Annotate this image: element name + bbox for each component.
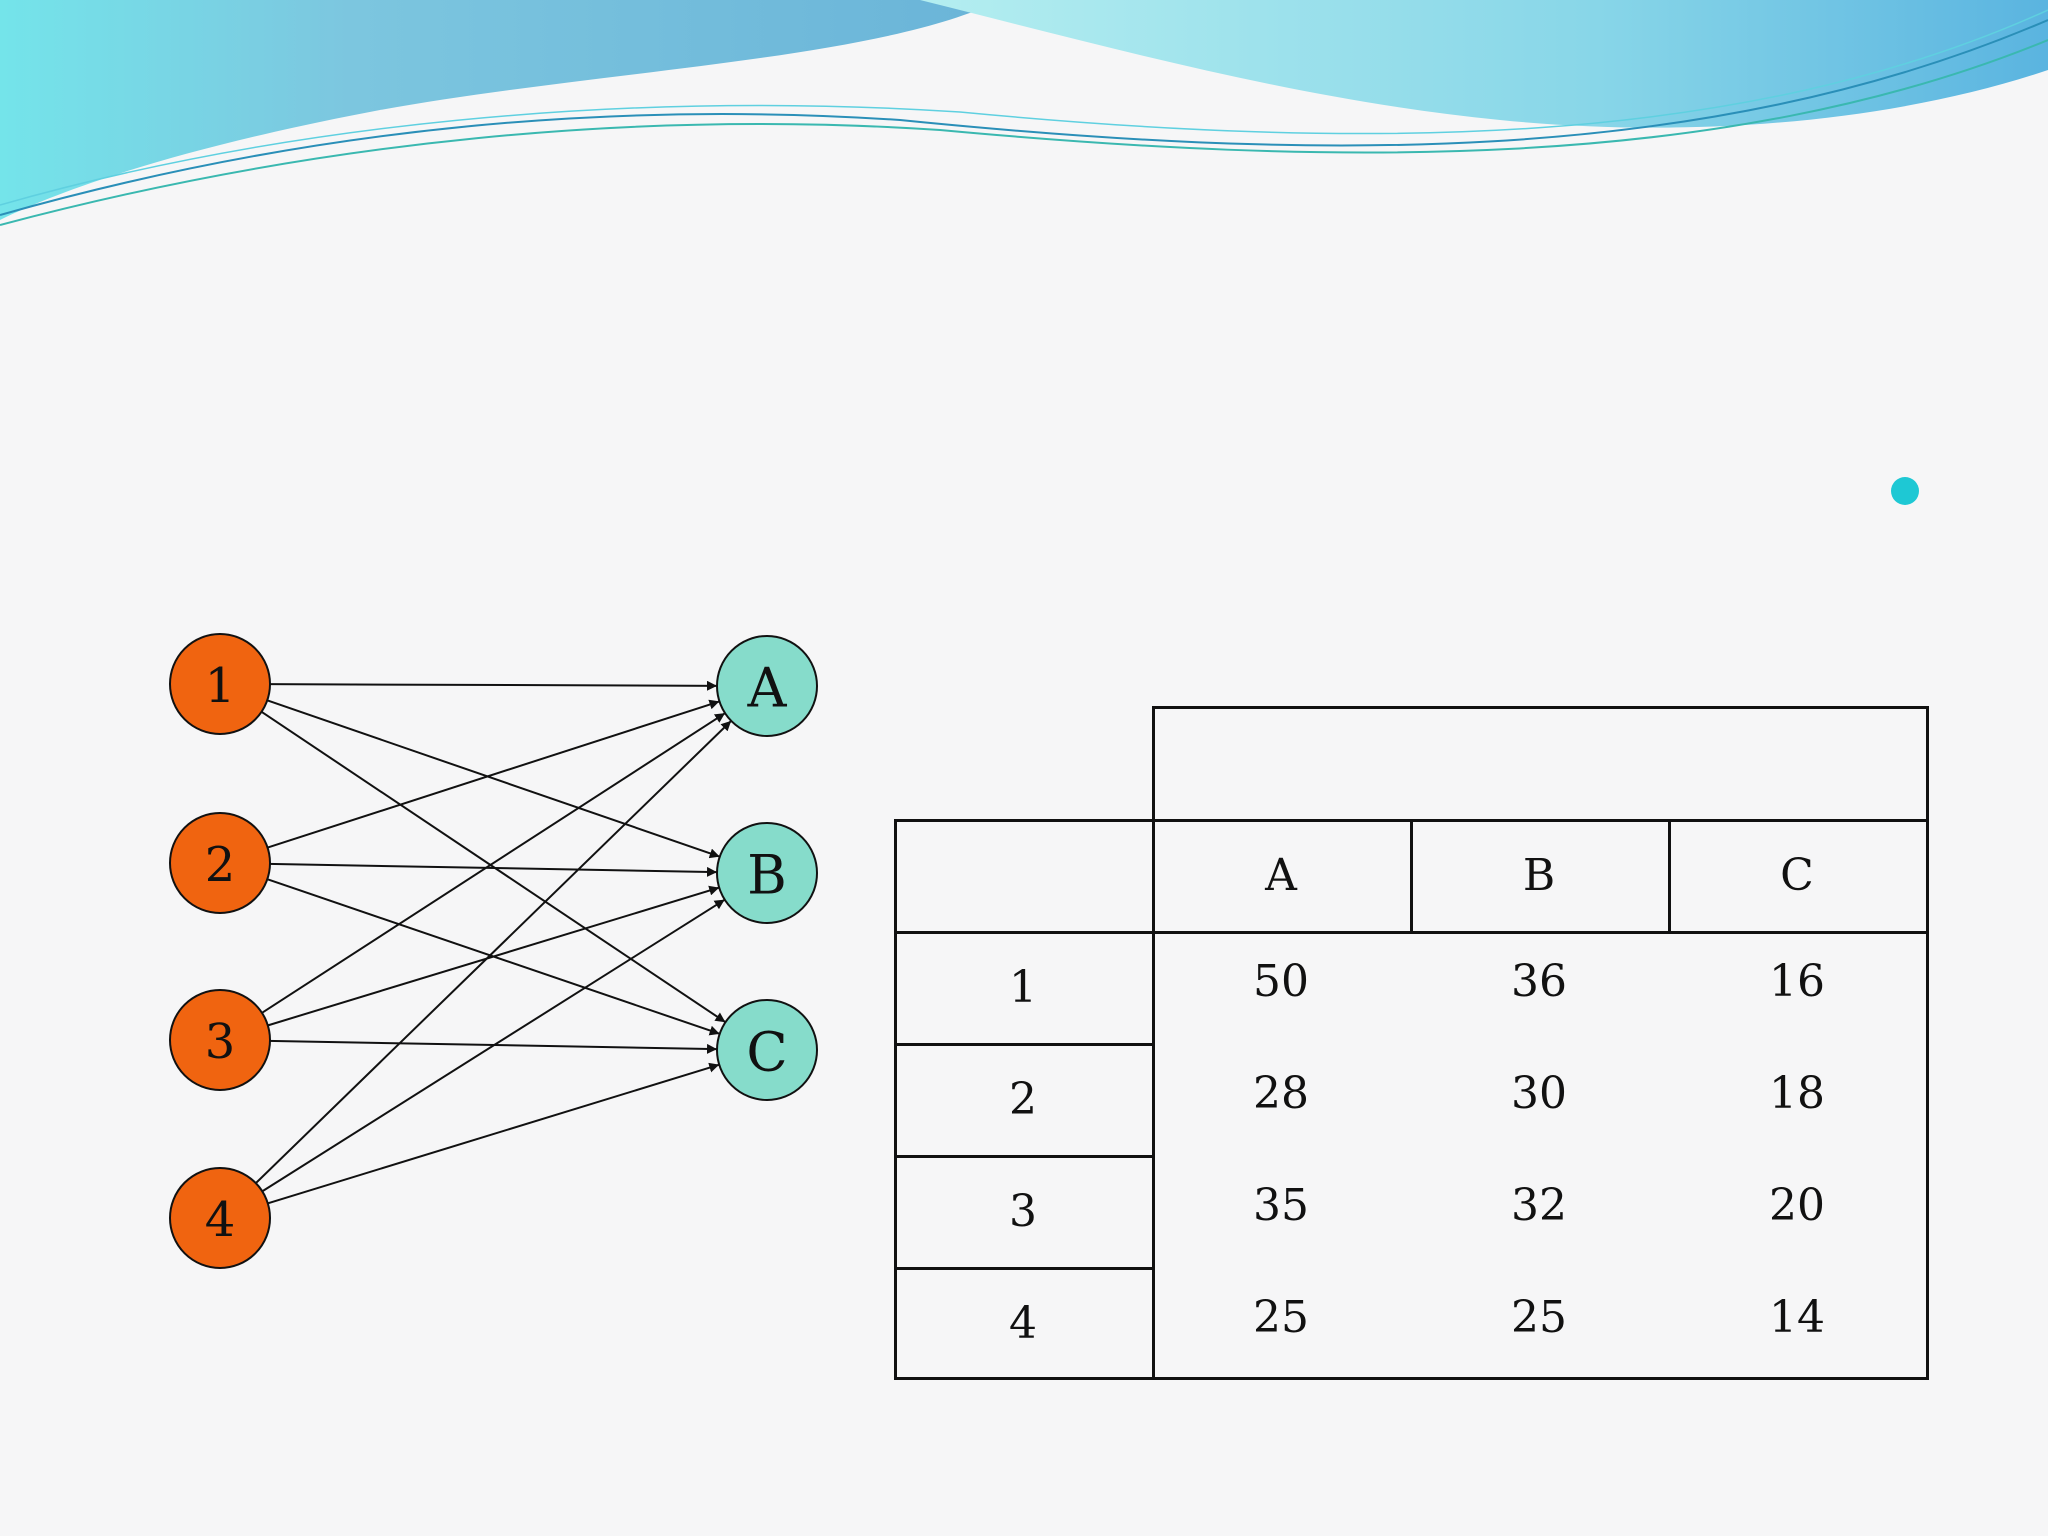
source-node-label: 2	[205, 837, 236, 893]
source-node-label: 1	[205, 658, 236, 714]
source-node-1: 1	[169, 633, 271, 735]
dest-node-circle	[716, 999, 818, 1101]
row-label-3: 3	[1009, 1185, 1037, 1237]
row-label-1: 1	[1009, 961, 1037, 1013]
edge-4-B	[260, 898, 726, 1194]
table-row-sep	[894, 1155, 1152, 1158]
cost-cell-3-A: 35	[1253, 1179, 1309, 1231]
row-label-2: 2	[1009, 1073, 1037, 1125]
table-row-sep	[894, 1043, 1152, 1046]
source-node-label: 4	[205, 1192, 236, 1248]
edge-1-C	[259, 709, 727, 1024]
cost-cell-2-A: 28	[1253, 1067, 1309, 1119]
cost-cell-2-B: 30	[1511, 1067, 1567, 1119]
cost-cell-2-C: 18	[1769, 1067, 1825, 1119]
source-node-circle	[169, 989, 271, 1091]
edge-2-A	[265, 699, 720, 850]
table-border-bottom	[894, 1377, 1929, 1380]
table-border-left	[894, 819, 897, 1380]
cost-cell-4-B: 25	[1511, 1291, 1567, 1343]
table-col-sep-bc	[1668, 819, 1671, 931]
source-node-circle	[169, 1167, 271, 1269]
edge-2-B	[267, 862, 718, 877]
table-col-sep-ab	[1410, 819, 1413, 931]
cost-cell-1-B: 36	[1511, 955, 1567, 1007]
cost-cell-3-B: 32	[1511, 1179, 1567, 1231]
dest-node-label: C	[746, 1021, 787, 1084]
source-node-label: 3	[205, 1014, 236, 1070]
dest-node-circle	[716, 635, 818, 737]
column-header-A: A	[1265, 849, 1297, 901]
table-header-top	[1152, 706, 1926, 819]
edge-4-A	[253, 720, 732, 1186]
dest-node-B: B	[716, 822, 818, 924]
edge-3-A	[259, 712, 726, 1015]
cost-cell-4-A: 25	[1253, 1291, 1309, 1343]
column-header-B: B	[1522, 849, 1556, 901]
dest-node-label: A	[747, 657, 788, 720]
table-border-inner-left	[1152, 706, 1155, 1380]
cost-table: A B C 1 50 36 16 2 28 30 18 3 35 32 20 4 25 25 14	[894, 706, 1929, 1380]
header-wave-decoration	[0, 0, 2048, 226]
column-header-C: C	[1780, 849, 1814, 901]
row-label-4: 4	[1009, 1297, 1037, 1349]
table-columns-divider	[894, 931, 1929, 934]
cost-cell-1-C: 16	[1769, 955, 1825, 1007]
table-border-top	[1152, 706, 1929, 709]
cost-cell-3-C: 20	[1769, 1179, 1825, 1231]
table-row-sep	[894, 1267, 1152, 1270]
cost-cell-1-A: 50	[1253, 955, 1309, 1007]
dest-node-C: C	[716, 999, 818, 1101]
wave-right	[920, 0, 2048, 128]
cost-cell-4-C: 14	[1769, 1291, 1825, 1343]
edge-1-B	[265, 698, 721, 859]
source-node-2: 2	[169, 812, 271, 914]
source-node-4: 4	[169, 1167, 271, 1269]
edge-3-B	[265, 885, 720, 1027]
edge-1-A	[267, 680, 718, 691]
table-corner-cell	[894, 819, 1152, 931]
dest-node-A: A	[716, 635, 818, 737]
dest-node-label: B	[747, 844, 787, 907]
edge-4-C	[265, 1062, 720, 1205]
source-node-3: 3	[169, 989, 271, 1091]
table-border-right	[1926, 706, 1929, 1380]
source-node-circle	[169, 812, 271, 914]
dest-node-circle	[716, 822, 818, 924]
wave-left	[0, 0, 1000, 220]
source-node-circle	[169, 633, 271, 735]
bullet-dot	[1891, 477, 1919, 505]
